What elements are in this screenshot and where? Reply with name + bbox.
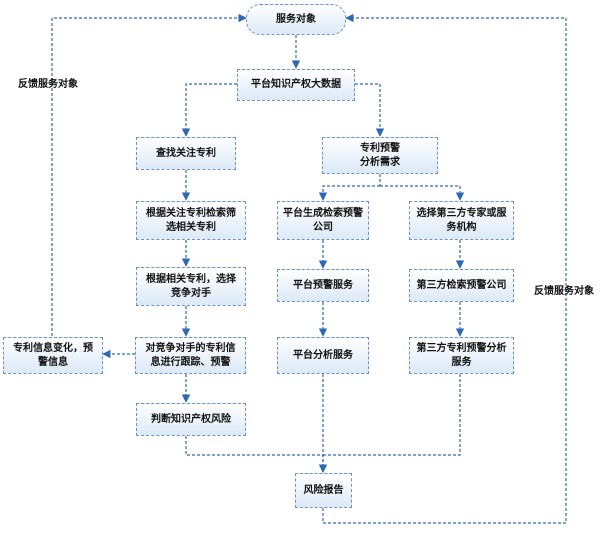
node-screen-related-patents: 根据关注专利检索筛 选相关专利 <box>136 201 246 240</box>
edge-third-analysis-to-report <box>323 374 461 456</box>
node-choose-third-party: 选择第三方专家或服 务机构 <box>409 201 514 240</box>
node-risk-report: 风险报告 <box>295 473 352 508</box>
edge-needs-to-third-party <box>380 185 465 201</box>
node-find-patents: 查找关注专利 <box>136 137 236 170</box>
edge-judge-to-report <box>185 436 328 473</box>
node-judge-ip-risk: 判断知识产权风险 <box>136 403 246 436</box>
node-third-party-analysis-service: 第三方专利预警分析 服务 <box>409 337 514 374</box>
node-platform-warning-service: 平台预警服务 <box>277 269 369 302</box>
node-patent-warning-needs: 专利预警 分析需求 <box>322 137 438 174</box>
node-platform-analysis-service: 平台分析服务 <box>277 337 369 374</box>
node-third-party-search-company: 第三方检索预警公司 <box>409 269 514 302</box>
edge-platform-to-needs <box>355 83 385 137</box>
node-service-object: 服务对象 <box>246 4 346 35</box>
node-select-competitors: 根据相关专利，选择 竞争对手 <box>136 267 246 306</box>
edge-needs-to-platform-gen <box>318 185 380 201</box>
node-platform-generates-company: 平台生成检索预警 公司 <box>277 201 369 240</box>
label-feedback-left: 反馈服务对象 <box>18 79 78 90</box>
node-track-competitor-patents: 对竞争对手的专利信 息进行跟踪、预警 <box>135 337 246 374</box>
edge-feedback-left <box>51 13 247 336</box>
node-platform-ip-big-data: 平台知识产权大数据 <box>237 69 355 101</box>
edge-platform-to-find <box>181 83 237 137</box>
edge-feedback-right <box>322 13 567 524</box>
label-feedback-right: 反馈服务对象 <box>534 286 594 297</box>
node-patent-info-change: 专利信息变化，预 警信息 <box>3 337 103 374</box>
